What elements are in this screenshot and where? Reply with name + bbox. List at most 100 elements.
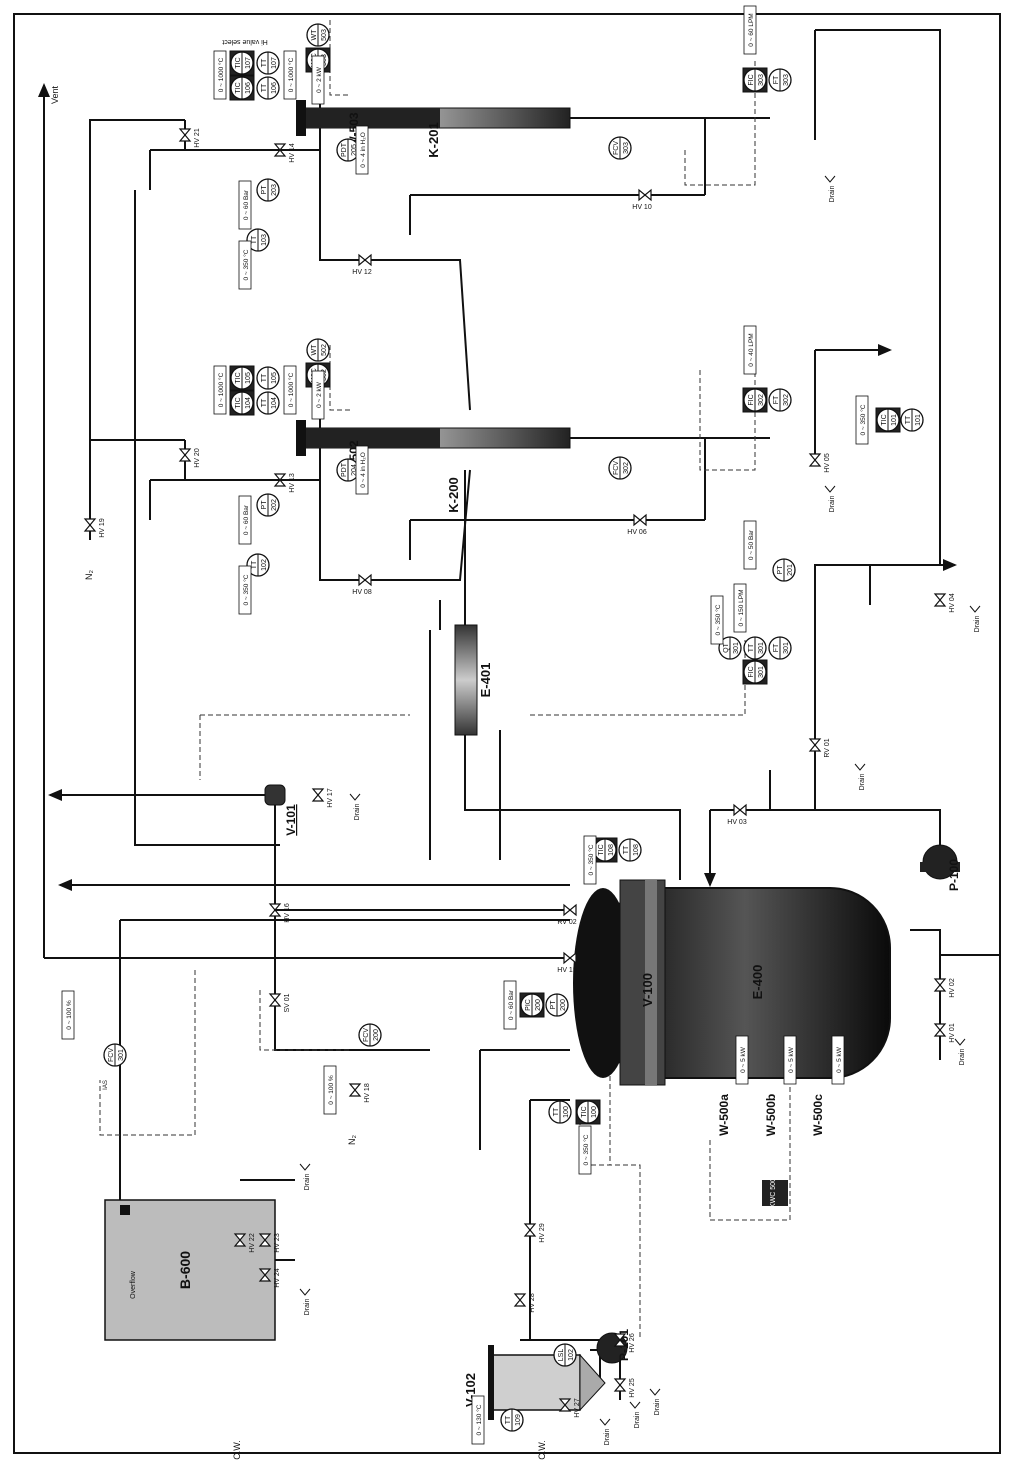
hi-value-label: Hi value select <box>222 38 268 45</box>
valve-rv02: RV 02 <box>557 903 577 926</box>
range-rw2b-text: 0 ~ 2 kW <box>316 66 323 93</box>
drain-label: Drain <box>954 1038 966 1065</box>
valve-hv12: HV 12 <box>352 253 372 276</box>
instrument-tic101-tag: TIC <box>881 414 888 425</box>
instrument-tt101-tag: TT <box>905 415 912 424</box>
range-rlpm60-text: 0 ~ 60 LPM <box>748 13 755 46</box>
range-r350a: 0 ~ 350 °C <box>238 565 252 615</box>
valve-hv04: HV 04 <box>933 593 956 613</box>
drain-label: Drain <box>599 1418 611 1445</box>
valve-rv01-label: RV 01 <box>824 738 831 757</box>
heat-exchanger-e401: E-401 <box>454 624 493 736</box>
instrument-pt200-tag: PT <box>550 1000 557 1010</box>
v100-label: V-100 <box>640 973 655 1007</box>
valve-hv03: HV 03 <box>727 803 747 826</box>
instrument-tic104-tag: TIC <box>235 397 242 408</box>
valve-hv18-label: HV 18 <box>364 1083 371 1103</box>
valve-hv08: HV 08 <box>352 573 372 596</box>
drain-label: Drain <box>969 605 981 632</box>
valve-hv24: HV 24 <box>258 1268 281 1288</box>
drawing-frame <box>13 13 1001 1454</box>
w500b-label: W-500b <box>764 1094 778 1136</box>
instrument-tt106-num: 106 <box>271 82 278 94</box>
range-r50bar: 0 ~ 50 Bar <box>743 520 757 570</box>
range-rw2a: 0 ~ 2 kW <box>311 370 325 420</box>
drain-label: Drain <box>349 793 361 820</box>
instrument-wt502-num: 502 <box>321 344 328 356</box>
valve-hv28: HV 28 <box>513 1293 536 1313</box>
instrument-ft302-tag: FT <box>773 395 780 404</box>
instrument-pdt204-num: 204 <box>351 464 358 476</box>
instrument-wic503-num: 503 <box>321 54 328 66</box>
valve-hv16-label: HV 16 <box>284 903 291 923</box>
valve-sv01: SV 01 <box>268 993 291 1013</box>
valve-hv27-label: HV 27 <box>574 1398 581 1418</box>
range-rlpm40: 0 ~ 40 LPM <box>743 325 757 375</box>
instrument-wt503-tag: WT <box>311 29 318 41</box>
instrument-tic108-tag: TIC <box>598 844 605 855</box>
range-r1000b: 0 ~ 1000 °C <box>283 365 297 415</box>
range-r1000c: 0 ~ 1000 °C <box>213 50 227 100</box>
instrument-ft301-num: 301 <box>783 642 790 654</box>
range-rkw5b: 0 ~ 5 kW <box>783 1035 797 1085</box>
instrument-fcv303-tag: FCV <box>613 141 620 155</box>
range-r1000c-text: 0 ~ 1000 °C <box>217 57 225 92</box>
valve-hv21: HV 21 <box>178 128 201 148</box>
valve-hv20-label: HV 20 <box>194 448 201 468</box>
drain-label-2: Drain <box>859 774 866 791</box>
range-rkw5a-text: 0 ~ 5 kW <box>740 1046 747 1073</box>
drain-label: Drain <box>629 1401 641 1428</box>
valve-hv10: HV 10 <box>632 188 652 211</box>
drain-label-1: Drain <box>829 496 836 513</box>
valve-hv13-label: HV 13 <box>289 473 296 493</box>
signal-lines <box>99 20 791 1340</box>
separator-v101: V-101 <box>264 784 298 836</box>
instrument-pt202-tag: PT <box>261 500 268 510</box>
instrument-lsl102-tag: LSL <box>558 1349 565 1362</box>
range-rw2a-text: 0 ~ 2 kW <box>316 381 323 408</box>
range-r60c-text: 0 ~ 60 Bar <box>508 989 515 1020</box>
n2-label-top: N₂ <box>84 570 94 580</box>
range-r150lpm-text: 0 ~ 150 LPM <box>738 589 745 626</box>
drain-label-5: Drain <box>304 1174 311 1191</box>
valve-hv13: HV 13 <box>273 473 296 493</box>
range-r1000a-text: 0 ~ 1000 °C <box>217 372 225 407</box>
b600-label: B-600 <box>177 1251 193 1289</box>
drain-label-8: Drain <box>654 1399 661 1416</box>
instrument-tt109-tag: TT <box>505 1415 512 1424</box>
range-rlpm40-text: 0 ~ 40 LPM <box>748 333 755 366</box>
range-r350b-text: 0 ~ 350 °C <box>242 249 250 280</box>
valve-sv01-label: SV 01 <box>284 993 291 1012</box>
instrument-fcv302-tag: FCV <box>613 461 620 475</box>
valve-hv24-label: HV 24 <box>274 1268 281 1288</box>
instrument-tt105-tag: TT <box>261 373 268 382</box>
ias-label: IAS <box>103 1080 109 1090</box>
instrument-wic502-num: 502 <box>321 369 328 381</box>
cw-label-right: C.W. <box>537 1440 547 1460</box>
w500a-label: W-500a <box>717 1094 731 1136</box>
drain-label: Drain <box>649 1388 661 1416</box>
instrument-wt502-tag: WT <box>311 344 318 356</box>
instrument-fic301-num: 301 <box>758 666 765 678</box>
range-r1000a: 0 ~ 1000 °C <box>213 365 227 415</box>
drain-label-0: Drain <box>829 186 836 203</box>
range-r60b-text: 0 ~ 60 Bar <box>243 189 250 220</box>
range-r350b: 0 ~ 350 °C <box>238 240 252 290</box>
